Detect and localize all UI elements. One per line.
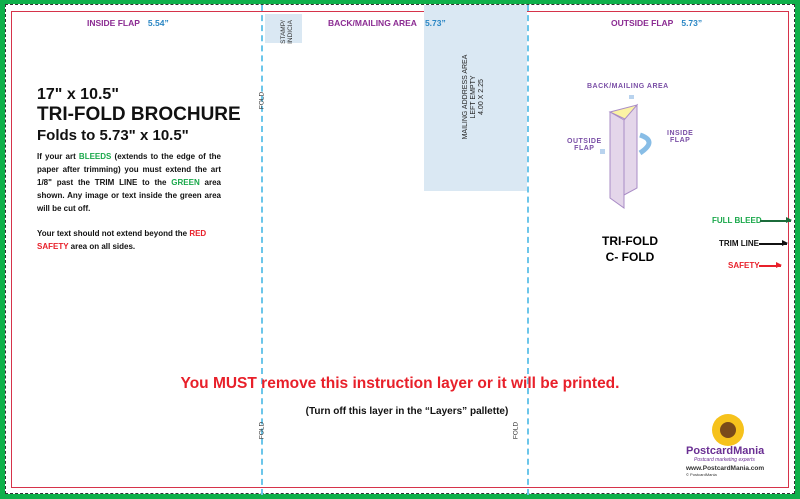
size-heading: 17" x 10.5": [37, 86, 119, 103]
trifold-diagram-icon: [600, 95, 652, 209]
warning-subtext: (Turn off this layer in the “Layers” pal…: [305, 406, 509, 417]
fold-line-left: [261, 5, 263, 495]
folds-heading: Folds to 5.73" x 10.5": [37, 127, 189, 144]
full-bleed-arrow-icon: [760, 217, 792, 223]
trim-line-label: TRIM LINE: [719, 239, 759, 248]
trim-line-arrow-icon: [759, 240, 788, 246]
instructions: If your art BLEEDS (extends to the edge …: [37, 152, 221, 251]
stamp-area: [265, 14, 302, 43]
safety-label: SAFETY: [728, 261, 760, 270]
postcardmania-logo: PostcardMania Postcard marketing experts…: [686, 413, 776, 477]
title-heading: TRI-FOLD BROCHURE: [37, 104, 241, 125]
trim-line: [11, 11, 789, 488]
warning-text: You MUST remove this instruction layer o…: [180, 375, 620, 392]
fold-line-right: [527, 5, 529, 495]
safety-arrow-icon: [759, 262, 782, 268]
diagram-back-label: BACK/MAILING AREA: [587, 83, 669, 90]
full-bleed-label: FULL BLEED: [712, 216, 762, 225]
stamp-label: STAMP/INDICIA: [280, 20, 294, 44]
fold-label: FOLD: [512, 421, 520, 440]
brochure-template: [5, 4, 795, 494]
fold-label: FOLD: [258, 91, 266, 110]
sunflower-icon: [712, 414, 744, 446]
fold-label: FOLD: [258, 421, 266, 440]
mailing-address-area: [424, 5, 527, 191]
